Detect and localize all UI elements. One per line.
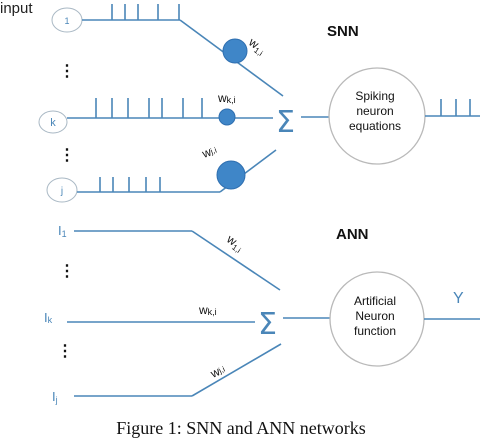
- snn-weight-j-dot: [216, 160, 246, 190]
- snn-weight-k-label: wk,i: [217, 91, 236, 105]
- ann-input-j-label: Ij: [52, 389, 58, 405]
- ann-weight-j-label: wj,i: [207, 362, 227, 381]
- ann-ellipsis-2: ⋮: [57, 343, 73, 360]
- snn-weight-j-label: wj,i: [199, 143, 219, 162]
- ann-synapse-j-line: [191, 343, 282, 397]
- ann-input-1-label: I1: [58, 223, 67, 239]
- snn-title: SNN: [327, 23, 359, 40]
- ann-output-label: Y: [453, 290, 464, 307]
- snn-weight-1-dot: [222, 38, 248, 64]
- ann-input-k-label: Ik: [44, 310, 53, 325]
- ann-summation-symbol: Σ: [258, 307, 277, 342]
- snn-neuron-line-2: neuron: [356, 104, 393, 118]
- snn-input-node-k: [38, 110, 68, 134]
- snn-weight-k-dot: [218, 108, 236, 126]
- ann-ellipsis-1: ⋮: [59, 263, 75, 280]
- snn-input-node-1-label: 1: [64, 16, 69, 26]
- input-label: input: [0, 0, 33, 17]
- snn-summation-symbol: Σ: [276, 105, 295, 140]
- ann-neuron-line-3: function: [354, 324, 396, 338]
- snn-spike-train-1: [111, 4, 180, 20]
- snn-ellipsis-1: ⋮: [59, 63, 75, 80]
- ann-weight-1-label: w1,i: [222, 231, 246, 255]
- snn-neuron-line-1: Spiking: [355, 89, 394, 103]
- ann-title: ANN: [336, 226, 369, 243]
- figure-caption: Figure 1: SNN and ANN networks: [116, 418, 366, 438]
- snn-input-node-j: [46, 177, 78, 203]
- snn-spike-train-j: [99, 177, 161, 192]
- snn-weight-1-label: w1,i: [244, 34, 268, 58]
- snn-neuron-line-3: equations: [349, 119, 401, 133]
- snn-input-node-j-label: j: [60, 186, 63, 197]
- snn-input-node-k-label: k: [50, 117, 56, 129]
- ann-neuron-line-1: Artificial: [354, 294, 396, 308]
- ann-neuron-line-2: Neuron: [355, 309, 394, 323]
- snn-spike-train-k: [95, 98, 203, 118]
- ann-synapse-1-line: [191, 230, 281, 291]
- snn-ellipsis-2: ⋮: [59, 147, 75, 164]
- ann-weight-k-label: wk,i: [198, 303, 217, 317]
- snn-output-spike-train: [440, 99, 471, 116]
